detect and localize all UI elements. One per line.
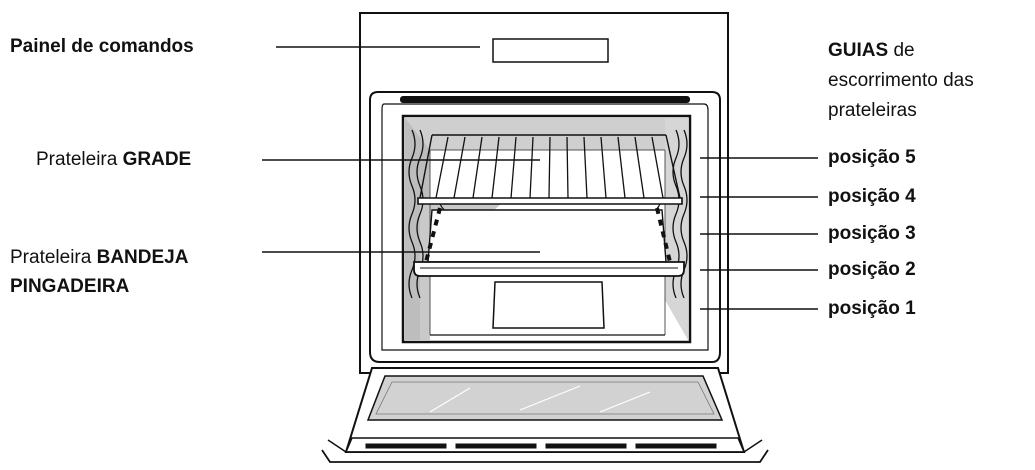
position-5-label: posição 5 (828, 147, 916, 168)
leader-lines (262, 46, 818, 310)
tray-shelf-label-line-2: PINGADEIRA (10, 276, 130, 297)
guides-label-bold: GUIAS (828, 40, 889, 61)
tray-shelf-label-bold-1: BANDEJA (96, 247, 189, 268)
guides-label-rest-1: de (888, 40, 915, 61)
grid-shelf (417, 134, 683, 215)
tray-shelf-label: Prateleira BANDEJA (10, 246, 188, 270)
position-4-label: posição 4 (828, 186, 916, 207)
door-glass (366, 375, 724, 421)
tray-shelf-label-prefix: Prateleira (10, 247, 97, 268)
oven-door (321, 367, 769, 463)
grid-shelf-label-prefix: Prateleira (36, 149, 123, 170)
drip-tray (413, 207, 685, 277)
guides-label-rest-3: prateleiras (828, 100, 917, 121)
grid-shelf-label: Prateleira GRADE (36, 148, 191, 172)
guides-label-rest-2: escorrimento das (828, 70, 974, 91)
control-panel-label: Painel de comandos (10, 36, 194, 57)
position-3-label: posição 3 (828, 223, 916, 244)
position-1-label: posição 1 (828, 298, 916, 319)
fan-cover (492, 281, 605, 329)
guides-label: GUIAS de escorrimento das prateleiras (828, 36, 974, 126)
top-vent (400, 96, 690, 103)
grid-shelf-label-bold: GRADE (122, 149, 192, 170)
control-panel-display (492, 38, 609, 63)
position-2-label: posição 2 (828, 259, 916, 280)
